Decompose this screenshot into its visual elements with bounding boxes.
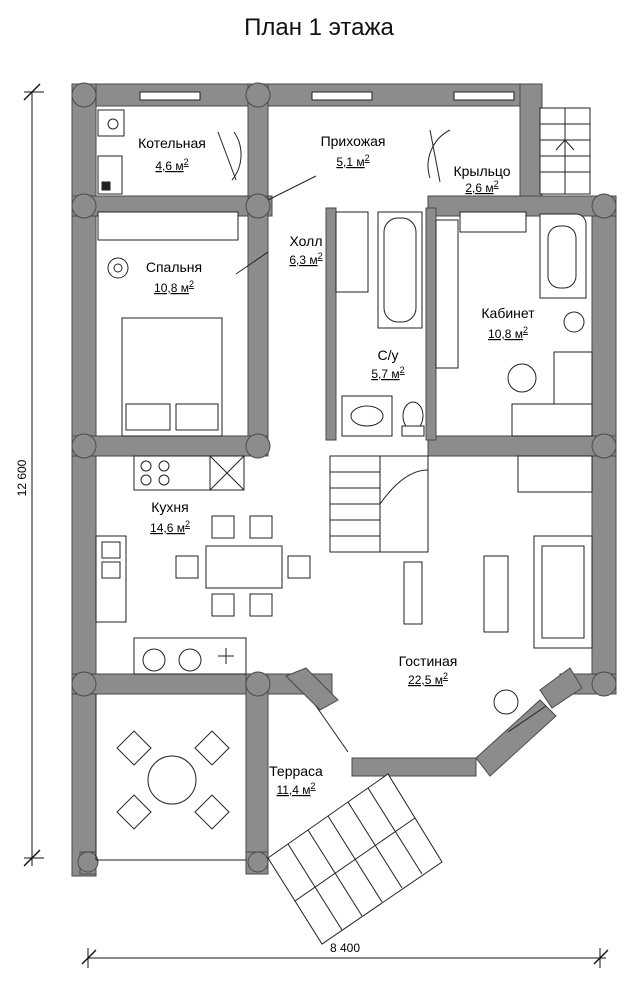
room-name-terrasa: Терраса: [269, 763, 323, 779]
dimension-lines: [23, 83, 609, 968]
height-dimension: 12 600: [15, 459, 29, 496]
room-area-prihozhaya: 5,1 м2: [336, 153, 369, 169]
room-area-krylco: 2,6 м2: [465, 179, 498, 195]
room-area-holl: 6,3 м2: [289, 251, 322, 267]
room-name-su: С/у: [378, 347, 399, 363]
room-area-su: 5,7 м2: [371, 365, 404, 381]
page-title: План 1 этажа: [244, 14, 394, 41]
fixtures: [95, 91, 593, 945]
room-name-holl: Холл: [290, 233, 323, 249]
room-area-kuhnya: 14,6 м2: [150, 519, 190, 535]
room-name-spalnya: Спальня: [146, 259, 202, 275]
room-area-kotelnaya: 4,6 м2: [155, 157, 188, 173]
room-area-kabinet: 10,8 м2: [488, 325, 528, 341]
walls: [71, 82, 617, 877]
room-name-kuhnya: Кухня: [151, 499, 188, 515]
width-dimension: 8 400: [330, 941, 360, 955]
room-area-spalnya: 10,8 м2: [154, 279, 194, 295]
room-name-kabinet: Кабинет: [481, 305, 535, 321]
room-name-prihozhaya: Прихожая: [321, 133, 386, 149]
room-name-kotelnaya: Котельная: [138, 135, 206, 151]
room-area-terrasa: 11,4 м2: [276, 781, 315, 797]
room-name-gostinaya: Гостиная: [399, 653, 458, 669]
room-name-krylco: Крыльцо: [453, 163, 510, 179]
room-labels: Котельная 4,6 м2 Прихожая 5,1 м2 Крыльцо…: [138, 133, 535, 797]
room-area-gostinaya: 22,5 м2: [408, 671, 448, 687]
